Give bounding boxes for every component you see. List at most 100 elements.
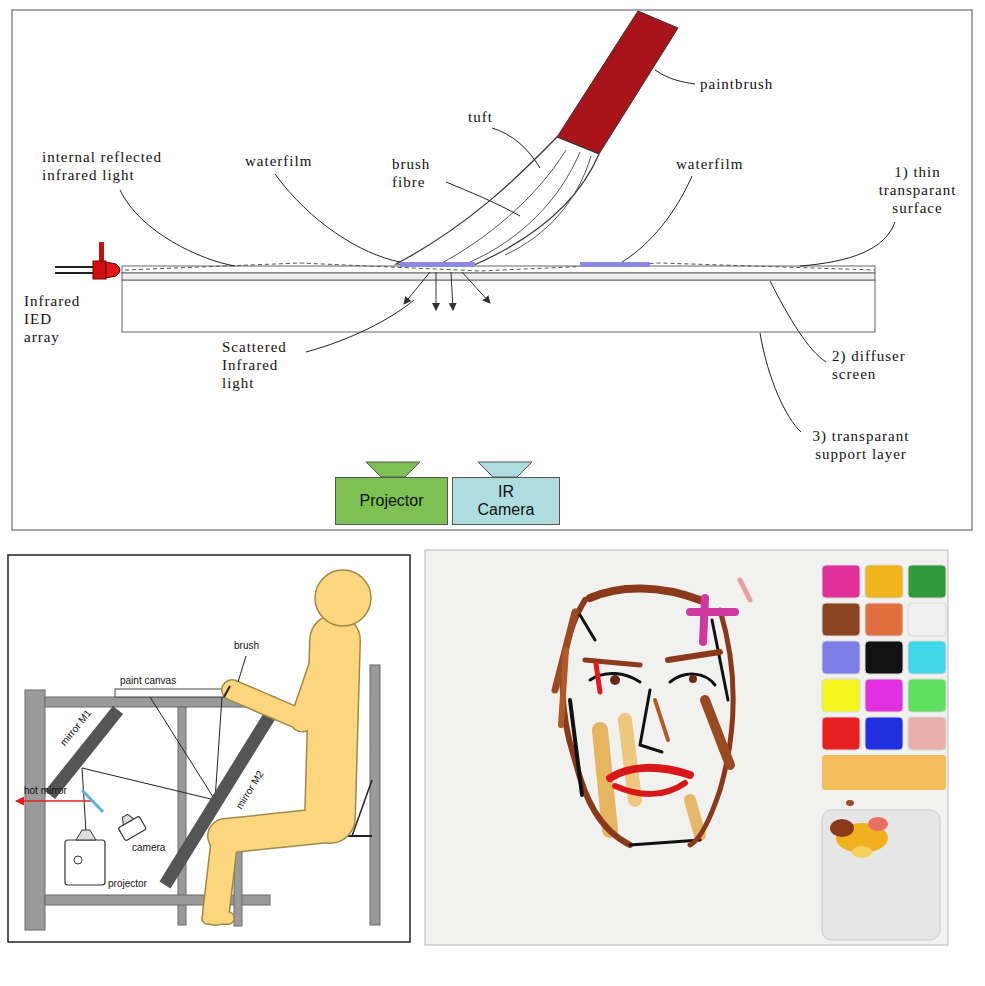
face-painting-part [689, 675, 697, 683]
face-painting-part [668, 652, 720, 660]
table-part [25, 690, 45, 930]
person-part [208, 640, 335, 918]
table-part [178, 707, 186, 925]
leader-lines-part [655, 70, 695, 84]
camera-device-part [120, 813, 134, 825]
color-palette-part [822, 603, 860, 636]
color-palette-part [822, 565, 860, 598]
color-palette [822, 565, 946, 750]
color-palette-part [822, 641, 860, 674]
brush-part [238, 656, 246, 682]
reflected-light [125, 263, 875, 271]
color-palette-part [865, 565, 903, 598]
callout-label: 1) thin transparant surface [870, 163, 965, 217]
projector-device-part [74, 856, 82, 864]
device-label: IR Camera [471, 483, 541, 520]
leader-lines-part [275, 174, 400, 262]
color-palette-part [908, 565, 946, 598]
waterfilm-part [400, 262, 475, 267]
leader-lines-part [622, 176, 692, 262]
callout-label: 3) transparant support layer [805, 427, 917, 463]
face-painting-part [712, 620, 728, 700]
leader-lines [120, 70, 895, 432]
device-lens [366, 462, 532, 477]
mixing-palette-part [830, 819, 854, 837]
device-box: Projector [335, 477, 448, 525]
callout-label: paintbrush [700, 75, 773, 93]
person-part-part [225, 825, 330, 836]
part-label: paint canvas [120, 675, 176, 687]
face-painting-part [703, 598, 705, 642]
reflected-light-part [125, 263, 875, 271]
led-array [55, 242, 120, 279]
callout-label: waterfilm [676, 155, 743, 173]
face-painting-part [670, 674, 715, 685]
person-part-part [216, 836, 225, 912]
projector-device-part [76, 830, 96, 840]
person-part-part [302, 650, 326, 720]
person-part [315, 570, 371, 626]
led-array-part [93, 261, 106, 279]
leader-lines-part [760, 333, 801, 432]
sponge-part [822, 755, 946, 790]
paintbrush-handle-part [557, 11, 678, 154]
color-palette-part [908, 717, 946, 750]
cross-section-panel-part [12, 10, 972, 530]
person-part-part [216, 836, 225, 912]
face-painting-part [561, 650, 566, 725]
cross-section-panel-part [122, 280, 875, 332]
mixing-palette-part [852, 846, 872, 858]
face-painting-part [563, 600, 630, 845]
hot-mirror-part [16, 800, 92, 802]
leader-lines-part [770, 281, 826, 362]
part-label: camera [132, 842, 165, 854]
person-part-part [208, 911, 228, 925]
face-painting-part [570, 700, 582, 795]
mixing-palette-part [868, 817, 888, 831]
face-painting-part [610, 768, 690, 778]
light-rays-part [82, 768, 215, 832]
face-painting-part [690, 610, 733, 845]
brush-tuft-part [440, 150, 566, 264]
face-painting-part [580, 615, 595, 640]
face-painting [555, 580, 750, 845]
sponge-part [846, 800, 854, 806]
color-palette-part [822, 679, 860, 712]
scattered-arrows-part [436, 272, 437, 310]
callout-label: waterfilm [245, 152, 312, 170]
face-painting-part [596, 664, 600, 692]
face-painting-part [585, 660, 640, 665]
color-palette-part [908, 641, 946, 674]
color-palette-part [908, 603, 946, 636]
scattered-arrows-part [404, 272, 430, 304]
led-array-part [99, 242, 104, 262]
waterfilm-part [580, 262, 650, 267]
person [208, 570, 371, 918]
person-part-part [225, 825, 330, 836]
leader-lines-part [800, 222, 895, 266]
face-painting-part [705, 700, 730, 765]
leader-lines-part [446, 182, 520, 216]
table [25, 690, 275, 930]
paintbrush-handle [557, 11, 678, 154]
led-array-part [106, 262, 120, 278]
light-rays [82, 697, 222, 832]
app-screenshot [425, 550, 948, 945]
hot-mirror-part [82, 790, 103, 812]
callout-label: brush fibre [392, 155, 452, 191]
scattered-arrows [404, 272, 490, 310]
brush-tuft-part [505, 156, 591, 255]
face-painting-part [615, 783, 685, 794]
person-part-part [232, 690, 302, 720]
color-palette-part [865, 679, 903, 712]
callout-label: 2) diffuser screen [832, 347, 914, 383]
person-part-part [208, 913, 228, 924]
color-palette-part [908, 679, 946, 712]
setup-panel [8, 555, 410, 942]
projector-device-part [65, 840, 105, 885]
scattered-arrows-part [451, 272, 453, 310]
face-painting-part [590, 588, 700, 600]
person-part-part [232, 690, 302, 720]
cross-section-panel-part [122, 266, 875, 273]
leader-lines-part [306, 300, 414, 352]
